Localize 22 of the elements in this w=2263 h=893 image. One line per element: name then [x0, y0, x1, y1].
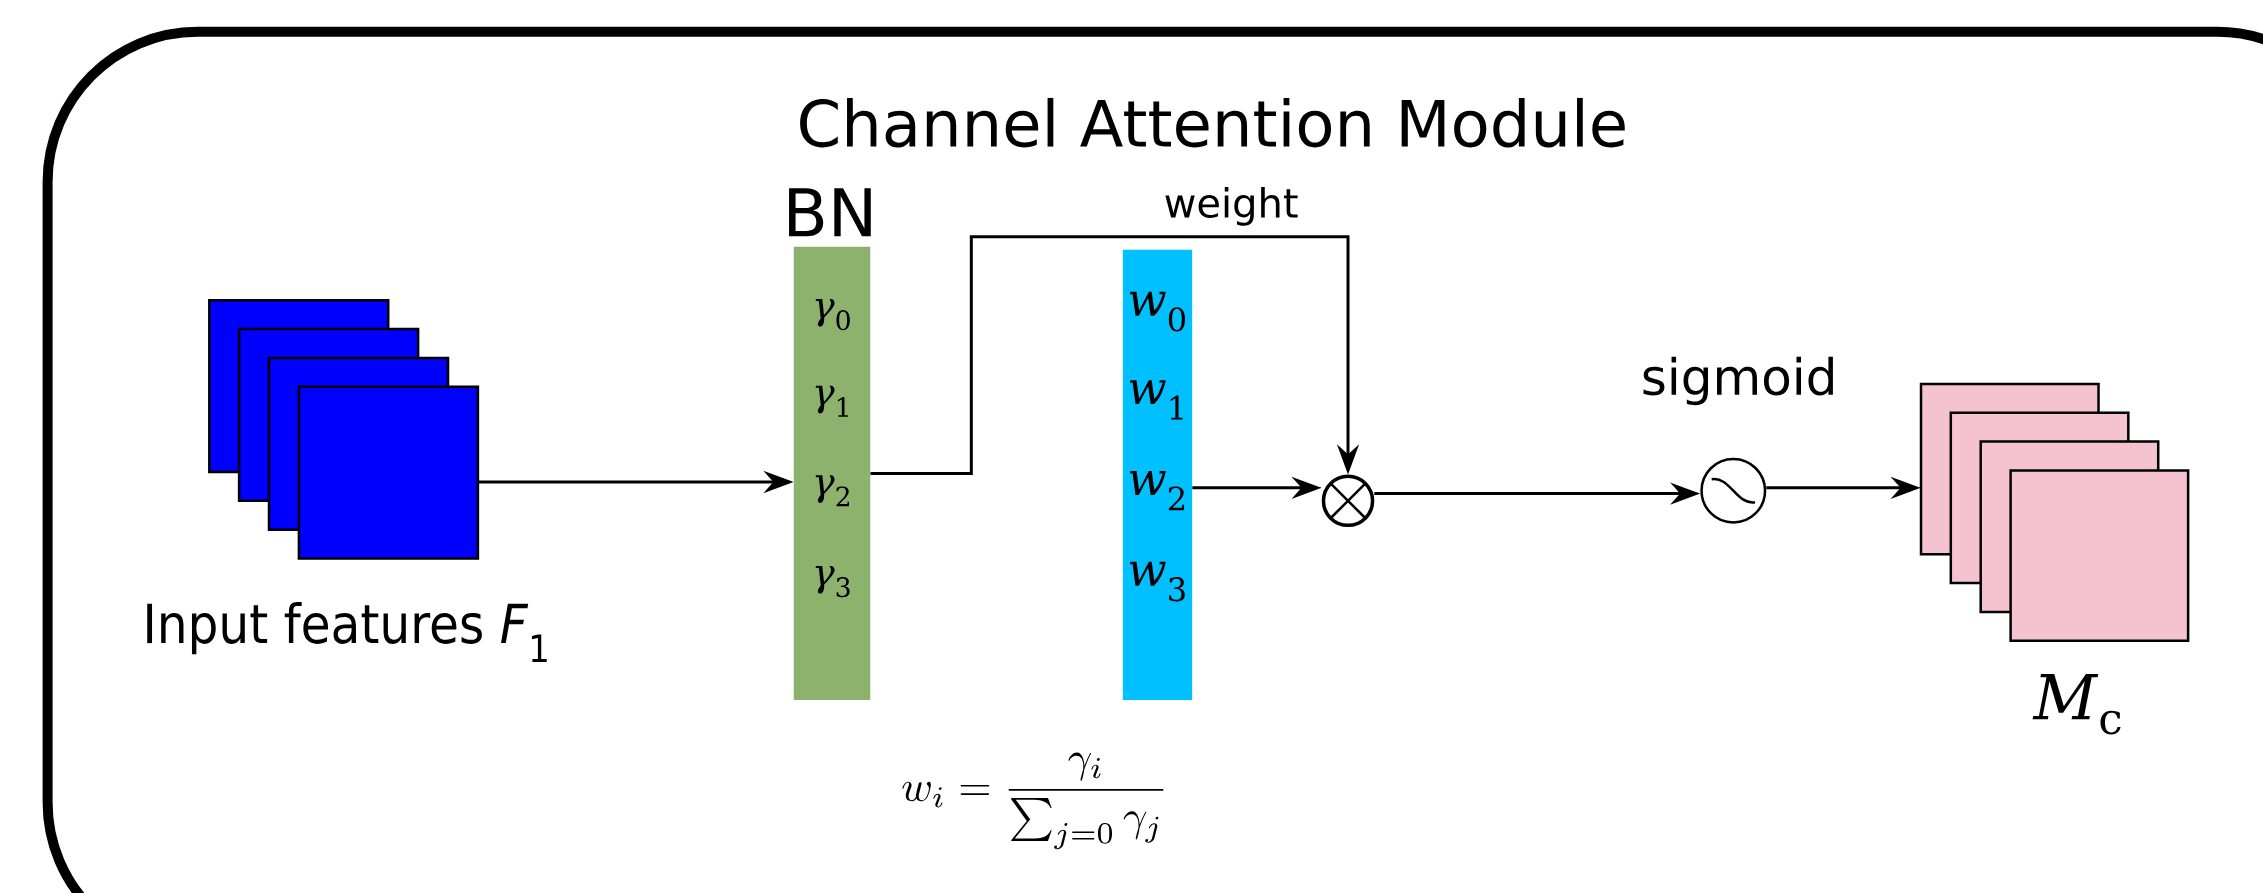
formula: $w_i = \frac{\gamma_i}{\sum_{j=0}\gamma_j}$ [902, 752, 1164, 850]
feature-stack [208, 298, 480, 560]
element-label: w$_{3}$ [1129, 561, 1185, 602]
vector-bar [1122, 249, 1193, 700]
element-label: w$_{2}$ [1129, 471, 1185, 511]
element-label: γ$_{3}$ [815, 565, 850, 598]
node-caption: Input features F$_{1}$ [147, 602, 547, 663]
multiply-symbol [1321, 474, 1375, 528]
element-label: w$_{1}$ [1129, 380, 1183, 420]
bar-heading: BN [789, 188, 871, 237]
element-label: γ$_{2}$ [815, 475, 849, 507]
title: Channel Attention Module [800, 97, 1625, 148]
feature-stack [1919, 382, 2190, 643]
element-label: γ$_{0}$ [815, 298, 850, 331]
edge-label: weight [1161, 185, 1301, 228]
element-label: w$_{0}$ [1129, 291, 1186, 332]
element-label: γ$_{1}$ [815, 385, 848, 417]
node-caption: sigmoid [1643, 356, 1833, 406]
sigmoid-symbol [1700, 457, 1767, 524]
vector-bar [793, 246, 871, 700]
node-caption: M$_{c}$ [2032, 674, 2121, 735]
arrow [870, 235, 1360, 475]
